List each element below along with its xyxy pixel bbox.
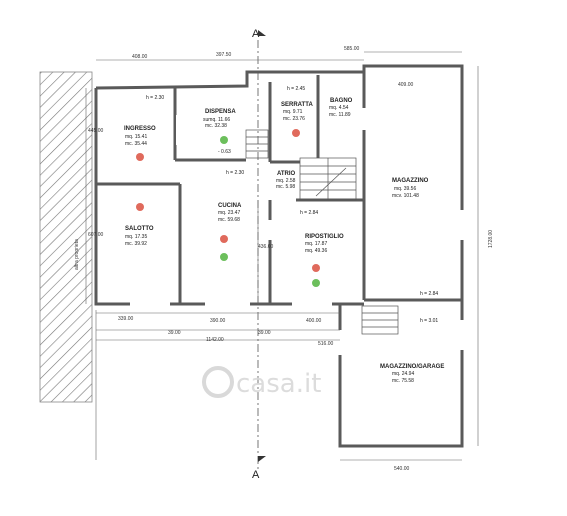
room-ingresso: INGRESSO mq. 15.41 mc. 35.44 — [124, 126, 156, 147]
room-dispensa: DISPENSA sumq. 11.66 mc. 32.38 — [203, 109, 236, 129]
room-name: MAGAZZINO — [392, 178, 429, 184]
room-magazzino: MAGAZZINO mq. 39.56 mcv. 101.48 — [392, 178, 429, 199]
room-atrio: ATRIO mq. 2.58 mc. 5.98 — [276, 171, 296, 190]
room-volume: mc. 35.44 — [125, 141, 147, 147]
red-marker-icon — [312, 264, 320, 272]
dim-label: 1728.00 — [488, 230, 494, 248]
room-name: BAGNO — [330, 98, 353, 104]
height-label: h = 2.45 — [287, 86, 305, 92]
section-mark-bottom: A — [252, 469, 260, 481]
room-garage: MAGAZZINO/GARAGE mq. 24.94 mc. 75.58 — [380, 364, 444, 384]
dim-label: 400.00 — [306, 318, 322, 324]
room-name: CUCINA — [218, 203, 242, 209]
height-label: h = 2.30 — [146, 95, 164, 101]
room-volume: mc. 11.89 — [329, 112, 351, 118]
property-label: altra proprieta — [74, 239, 80, 270]
status-markers — [136, 129, 320, 287]
room-area: sumq. 11.66 — [203, 117, 230, 123]
room-volume: mc. 32.38 — [205, 123, 227, 129]
room-area: mq. 39.56 — [394, 186, 416, 192]
room-volume: mc. 39.92 — [125, 241, 147, 247]
watermark-logo-icon — [202, 366, 234, 398]
stairs — [245, 129, 399, 335]
watermark: casa.it — [202, 366, 321, 399]
room-name: RIPOSTIGLIO — [305, 234, 344, 240]
red-marker-icon — [292, 129, 300, 137]
room-area: mq. 9.71 — [283, 109, 303, 115]
dim-label: 540.00 — [394, 466, 410, 472]
room-salotto: SALOTTO mq. 17.35 mc. 39.92 — [125, 226, 154, 247]
room-area: mq. 15.41 — [125, 134, 147, 140]
dimension-lines — [85, 51, 479, 461]
height-label: h = 2.84 — [420, 291, 438, 297]
height-label: h = 2.30 — [226, 170, 244, 176]
watermark-text: casa.it — [236, 369, 321, 399]
dim-label: 39.00 — [168, 330, 181, 336]
room-area: mq. 4.54 — [329, 105, 349, 111]
dim-label: 397.50 — [216, 52, 232, 58]
dim-label: 409.00 — [398, 82, 414, 88]
room-name: ATRIO — [277, 171, 296, 177]
dim-label: 585.00 — [344, 46, 360, 52]
room-area: mq. 17.87 — [305, 241, 327, 247]
room-volume: mc. 59.68 — [218, 217, 240, 223]
red-marker-icon — [136, 153, 144, 161]
dimension-labels: 408.00 397.50 585.00 409.00 445.00 607.0… — [88, 46, 494, 472]
room-name: SALOTTO — [125, 226, 154, 232]
room-area: mq. 23.47 — [218, 210, 240, 216]
door-openings — [130, 108, 466, 355]
green-marker-icon — [220, 253, 228, 261]
red-marker-icon — [136, 203, 144, 211]
height-label: h = 2.84 — [300, 210, 318, 216]
dim-label: 445.00 — [88, 128, 104, 134]
room-area: mq. 24.94 — [392, 371, 414, 377]
room-ripostiglio: RIPOSTIGLIO mq. 17.87 mq. 49.36 — [305, 234, 344, 254]
height-label: - 0.63 — [218, 149, 231, 155]
dim-label: 607.00 — [88, 232, 104, 238]
dim-label: 408.00 — [132, 54, 148, 60]
dim-label: 339.00 — [118, 316, 134, 322]
dim-label: 1142.00 — [206, 337, 224, 343]
section-mark-top: A — [252, 28, 260, 40]
green-marker-icon — [220, 136, 228, 144]
green-marker-icon — [312, 279, 320, 287]
dim-label: 436.00 — [258, 244, 274, 250]
room-area: mq. 17.35 — [125, 234, 147, 240]
room-name: MAGAZZINO/GARAGE — [380, 364, 444, 370]
red-marker-icon — [220, 235, 228, 243]
dim-label: 516.00 — [318, 341, 334, 347]
section-line: A A — [252, 28, 266, 481]
room-name: SERRATTA — [281, 102, 313, 108]
room-volume: mc. 23.76 — [283, 116, 305, 122]
room-volume: mc. 5.98 — [276, 184, 295, 190]
room-bagno: BAGNO mq. 4.54 mc. 11.89 — [329, 98, 353, 118]
dim-label: 39.00 — [258, 330, 271, 336]
height-labels: h = 2.30 h = 2.45 h = 2.30 h = 2.84 h = … — [146, 86, 438, 324]
room-cucina: CUCINA mq. 23.47 mc. 59.68 — [218, 203, 242, 223]
room-area: mq. 2.58 — [276, 178, 296, 184]
room-serratta: SERRATTA mq. 9.71 mc. 23.76 — [281, 102, 313, 122]
dim-label: 390.00 — [210, 318, 226, 324]
room-name: INGRESSO — [124, 126, 156, 132]
neighbour-property: altra proprieta — [39, 71, 93, 403]
room-volume: mq. 49.36 — [305, 248, 327, 254]
room-volume: mcv. 101.48 — [392, 193, 419, 199]
room-volume: mc. 75.58 — [392, 378, 414, 384]
room-name: DISPENSA — [205, 109, 236, 115]
height-label: h = 3.01 — [420, 318, 438, 324]
